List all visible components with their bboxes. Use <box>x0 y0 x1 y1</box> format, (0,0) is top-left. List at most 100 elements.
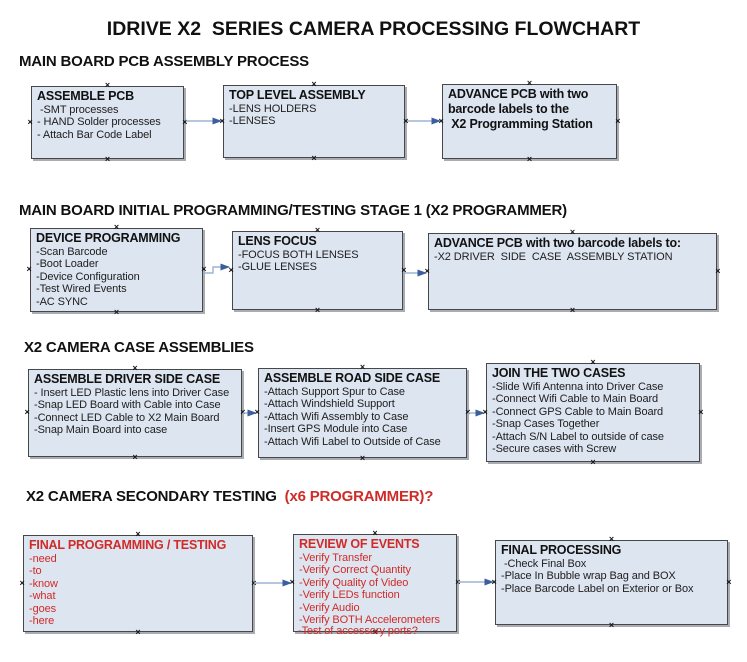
connector-anchor <box>570 306 575 315</box>
box-title: REVIEW OF EVENTS <box>299 537 420 551</box>
box-item: -Connect GPS Cable to Main Board <box>492 405 664 418</box>
box-item: -Connect LED Cable to X2 Main Board <box>34 411 220 424</box>
flow-box-top-level-assembly: TOP LEVEL ASSEMBLY -LENS HOLDERS-LENSES <box>223 85 405 158</box>
box-title: ASSEMBLE PCB <box>37 89 134 103</box>
box-title: FINAL PROCESSING <box>501 543 622 557</box>
flow-box-device-programming: DEVICE PROGRAMMING -Scan Barcode-Boot Lo… <box>30 228 203 312</box>
arrow-device-prog-to-lens-focus <box>204 263 230 274</box>
section-heading-case-assemblies: X2 CAMERA CASE ASSEMBLIES <box>24 339 254 356</box>
box-item-list: -LENS HOLDERS-LENSES <box>229 103 400 128</box>
box-item: -Attach Wifi Assembly to Case <box>264 410 409 423</box>
connector-anchor <box>527 155 532 164</box>
connector-anchor <box>25 408 30 417</box>
box-item: -Test of accessory ports? <box>298 625 418 637</box>
box-item-list: -Verify Transfer-Verify Correct Quantity… <box>298 552 452 637</box>
box-item: -Verify Correct Quantity <box>299 564 411 577</box>
box-item: -X2 DRIVER SIDE CASE ASSEMBLY STATION <box>434 251 673 263</box>
box-item: -need <box>29 553 57 565</box>
box-item: -Insert GPS Module into Case <box>264 423 408 436</box>
box-item-list: -FOCUS BOTH LENSES-GLUE LENSES <box>238 249 398 274</box>
box-item: -know <box>29 577 58 590</box>
connector-anchor <box>20 579 25 588</box>
box-item: -Verify Transfer <box>299 552 372 564</box>
box-item-list: -Scan Barcode-Boot Loader-Device Configu… <box>36 246 198 308</box>
connector-anchor <box>201 265 206 274</box>
box-item: -Verify Quality of Video <box>299 576 409 589</box>
flow-box-review-of-events: REVIEW OF EVENTS -Verify Transfer-Verify… <box>290 534 457 637</box>
section-heading-secondary-testing: X2 CAMERA SECONDARY TESTING (x6 PROGRAMM… <box>26 488 433 505</box>
flow-box-assemble-road-side-case: ASSEMBLE ROAD SIDE CASE -Attach Support … <box>258 368 467 458</box>
box-title: ADVANCE PCB with two barcode labels to t… <box>448 87 593 131</box>
connector-anchor <box>401 266 406 275</box>
connector-anchor <box>465 408 470 417</box>
box-item: -Verify BOTH Accelerometers <box>299 614 440 627</box>
box-item: -Boot Loader <box>36 258 99 271</box>
box-item: -Secure cases with Screw <box>492 443 617 456</box>
connector-anchor <box>315 306 320 315</box>
flow-box-assemble-pcb: ASSEMBLE PCB -SMT processes- HAND Solder… <box>31 86 184 159</box>
box-item: -Attach Windshield Support <box>264 398 395 411</box>
connector-anchor <box>425 267 430 276</box>
connector-anchor <box>220 117 225 126</box>
box-title: ADVANCE PCB with two barcode labels to: <box>434 236 681 250</box>
box-item: -Connect Wifi Cable to Main Board <box>492 393 659 406</box>
box-title: TOP LEVEL ASSEMBLY <box>229 88 366 102</box>
box-title: ASSEMBLE DRIVER SIDE CASE <box>34 372 221 386</box>
connector-anchor <box>439 117 444 126</box>
box-item: -SMT processes <box>37 104 119 116</box>
box-item: -LENS HOLDERS <box>229 103 317 115</box>
section-heading-red-part: (x6 PROGRAMMER)? <box>280 488 434 505</box>
box-item-list: -Slide Wifi Antenna into Driver Case-Con… <box>492 381 695 455</box>
connector-anchor <box>715 267 720 276</box>
box-item: -here <box>29 615 55 628</box>
box-item: -Place Barcode Label on Exterior or Box <box>501 582 694 595</box>
connector-anchor <box>698 408 703 417</box>
box-item: -goes <box>29 602 57 615</box>
box-item: -Attach Support Spur to Case <box>264 386 405 398</box>
box-title: ASSEMBLE ROAD SIDE CASE <box>264 371 440 385</box>
box-item: - HAND Solder processes <box>37 116 161 129</box>
connector-anchor <box>483 408 488 417</box>
box-item: -LENSES <box>229 115 276 128</box>
connector-anchor <box>311 154 316 163</box>
connector-anchor <box>290 578 295 587</box>
connector-anchor <box>229 266 234 275</box>
connector-anchor <box>135 628 140 637</box>
section-heading-black-part: X2 CAMERA SECONDARY TESTING <box>26 488 281 505</box>
connector-anchor <box>615 117 620 126</box>
box-item: -Slide Wifi Antenna into Driver Case <box>492 381 664 393</box>
box-title: FINAL PROGRAMMING / TESTING <box>29 538 227 552</box>
box-item-list: -Attach Support Spur to Case-Attach Wind… <box>264 386 462 448</box>
box-item: -Place In Bubble wrap Bag and BOX <box>501 570 676 583</box>
connector-anchor <box>240 408 245 417</box>
connector-anchor <box>27 265 32 274</box>
flow-box-final-processing: FINAL PROCESSING -Check Final Box-Place … <box>495 540 728 625</box>
box-item: - Insert LED Plastic lens into Driver Ca… <box>34 387 230 399</box>
connector-anchor <box>105 155 110 164</box>
box-item: -Check Final Box <box>501 558 587 570</box>
box-item: -Snap Main Board into case <box>34 424 168 437</box>
connector-anchor <box>114 308 119 317</box>
connector-anchor <box>492 578 497 587</box>
section-heading-pcb-assembly: MAIN BOARD PCB ASSEMBLY PROCESS <box>19 53 309 70</box>
box-item: -Test Wired Events <box>36 283 127 296</box>
flow-box-assemble-driver-side-case: ASSEMBLE DRIVER SIDE CASE - Insert LED P… <box>28 369 242 457</box>
box-item-list: -Check Final Box-Place In Bubble wrap Ba… <box>501 558 723 595</box>
flow-box-join-the-two-cases: JOIN THE TWO CASES -Slide Wifi Antenna i… <box>486 363 700 462</box>
connector-anchor <box>182 118 187 127</box>
connector-anchor <box>251 579 256 588</box>
box-title: JOIN THE TWO CASES <box>492 366 626 380</box>
connector-anchor <box>403 117 408 126</box>
box-title: LENS FOCUS <box>238 234 317 248</box>
box-item: -Device Configuration <box>36 270 140 283</box>
box-item: -Attach S/N Label to outside of case <box>492 430 664 443</box>
box-item: -what <box>29 590 56 603</box>
box-item: -Snap Cases Together <box>492 418 600 431</box>
box-item: -Scan Barcode <box>36 246 108 258</box>
box-item: -Attach Wifi Label to Outside of Case <box>264 435 441 448</box>
box-title: DEVICE PROGRAMMING <box>36 231 181 245</box>
connector-anchor <box>132 453 137 462</box>
page-title: IDRIVE X2 SERIES CAMERA PROCESSING FLOWC… <box>106 18 641 40</box>
box-item: -FOCUS BOTH LENSES <box>238 249 359 261</box>
